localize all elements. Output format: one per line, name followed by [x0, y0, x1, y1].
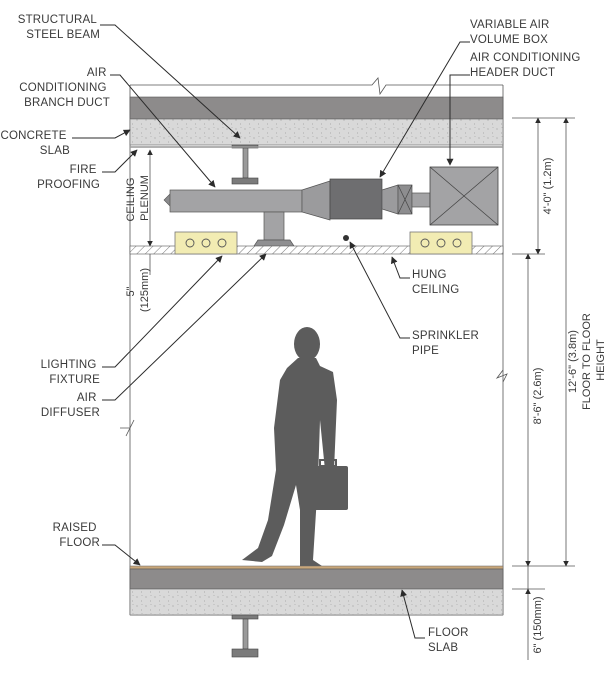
floor-slab — [129, 588, 504, 616]
sprinkler-pipe — [343, 235, 349, 241]
lighting-fixture-right — [409, 231, 473, 255]
label-plenum-height: 4'-0" (1.2m) — [542, 158, 554, 215]
label-hung-ceiling: HUNG CEILING — [412, 269, 459, 296]
label-ceiling-height: 8'-6" (2.6m) — [532, 368, 544, 425]
lower-steel-beam — [231, 614, 259, 658]
label-slab-thickness: 6" (150mm) — [532, 596, 544, 653]
label-sprinkler-pipe: SPRINKLER PIPE — [412, 330, 482, 357]
dimension-lines — [147, 117, 575, 660]
raised-floor — [129, 565, 504, 590]
break-line-left — [120, 419, 135, 437]
label-raised-floor: RAISED FLOOR — [53, 522, 100, 549]
label-structural-steel-beam: STRUCTURAL STEEL BEAM — [18, 14, 100, 41]
label-floor-slab: FLOOR SLAB — [428, 627, 472, 654]
structural-steel-beam — [231, 144, 259, 185]
air-conditioning-header-duct — [429, 166, 499, 226]
label-air-diffuser: AIR DIFFUSER — [41, 392, 100, 419]
label-variable-air-volume-box: VARIABLE AIR VOLUME BOX — [470, 19, 553, 46]
break-line-right — [495, 369, 508, 383]
label-floor-to-floor: 12'-6" (3.8m) FLOOR TO FLOOR HEIGHT — [567, 310, 604, 410]
air-conditioning-branch-duct — [163, 180, 331, 241]
label-ceiling-offset: 5" (125mm) — [125, 268, 151, 312]
upper-floor-slab — [129, 96, 504, 146]
label-air-conditioning-header-duct: AIR CONDITIONING HEADER DUCT — [470, 52, 584, 79]
variable-air-volume-box — [329, 178, 431, 220]
leader-lines — [72, 24, 470, 639]
hung-ceiling — [129, 245, 504, 255]
label-ceiling-plenum: CEILING PLENUM — [125, 174, 151, 221]
label-lighting-fixture: LIGHTING FIXTURE — [41, 359, 100, 386]
label-concrete-slab: CONCRETE SLAB — [0, 130, 70, 157]
label-air-conditioning-branch-duct: AIR CONDITIONING BRANCH DUCT — [19, 67, 110, 109]
person-silhouette — [242, 327, 348, 567]
label-fire-proofing: FIRE PROOFING — [37, 164, 100, 191]
lighting-fixture-left — [174, 231, 238, 255]
